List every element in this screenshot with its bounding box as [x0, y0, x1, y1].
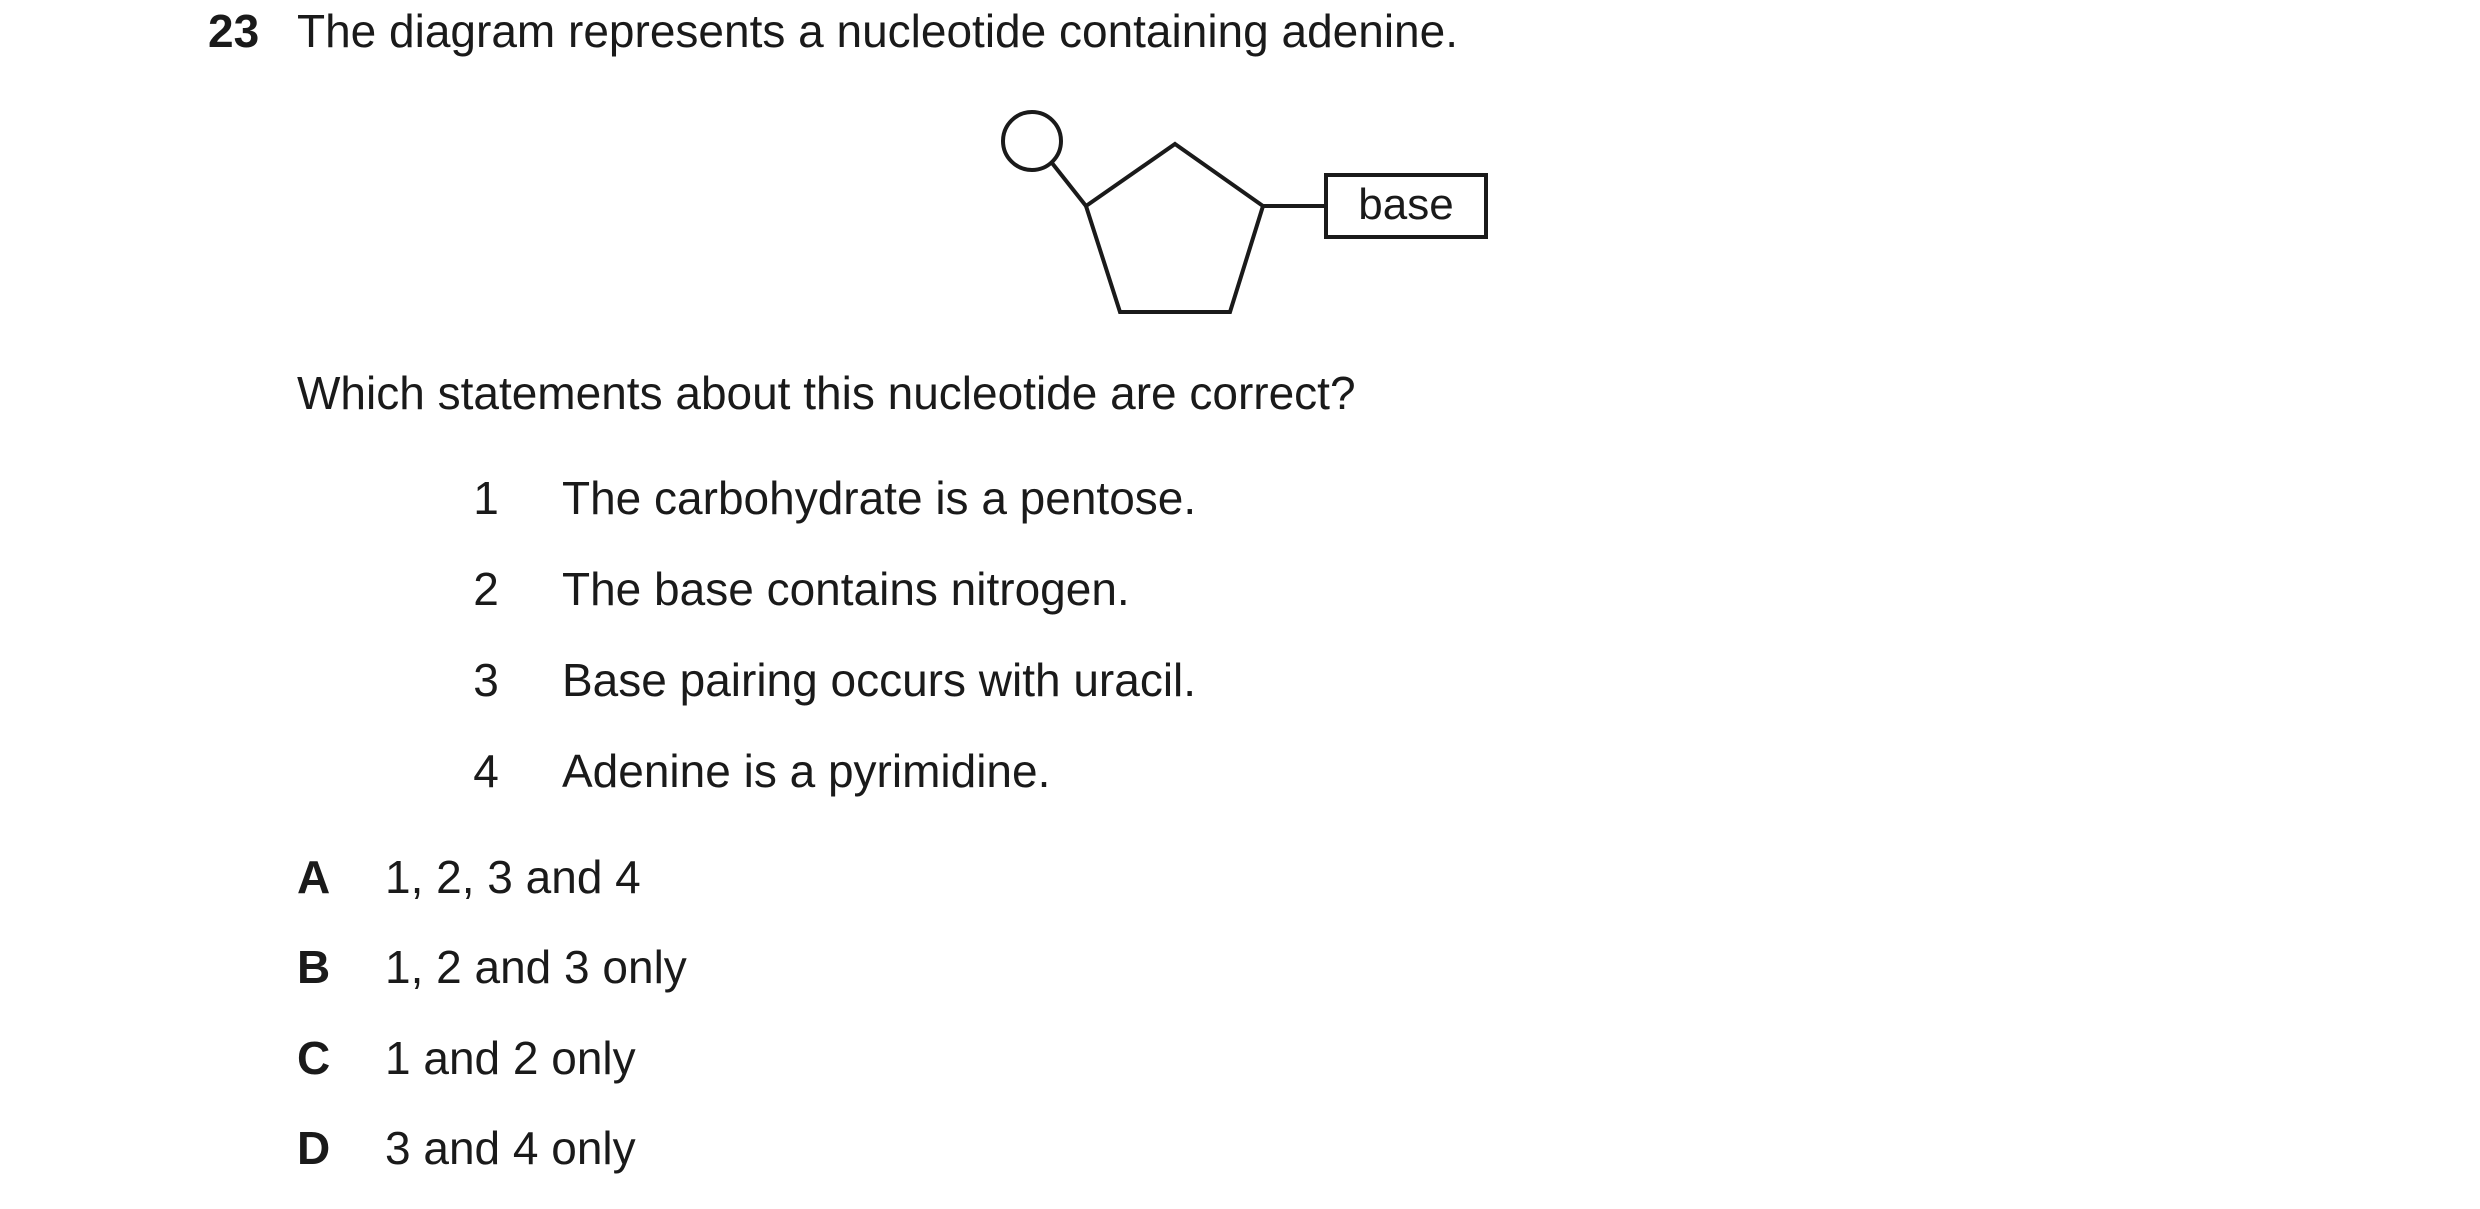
question-prompt: Which statements about this nucleotide a… [297, 367, 1356, 419]
phosphate-bond-line [1050, 161, 1088, 208]
base-label: base [1358, 180, 1453, 229]
statement-text: Base pairing occurs with uracil. [562, 654, 1197, 706]
option-letter: B [297, 941, 331, 993]
statement-number: 2 [473, 563, 499, 615]
option-letter: D [297, 1122, 331, 1174]
question-text: The diagram represents a nucleotide cont… [297, 5, 1458, 57]
option-text: 1, 2 and 3 only [385, 941, 687, 993]
base-box [1324, 173, 1488, 239]
nucleotide-diagram: base [1001, 110, 1488, 314]
option-text: 1 and 2 only [385, 1032, 636, 1084]
option-letter: C [297, 1032, 331, 1084]
statement-text: Adenine is a pyrimidine. [562, 745, 1051, 797]
option-text: 3 and 4 only [385, 1122, 636, 1174]
pentose-sugar-pentagon [1083, 141, 1266, 314]
statement-number: 3 [473, 654, 499, 706]
option-letter: A [297, 851, 331, 903]
question-number: 23 [208, 5, 260, 57]
phosphate-circle [1001, 110, 1063, 172]
statement-text: The carbohydrate is a pentose. [562, 472, 1197, 524]
statement-number: 1 [473, 472, 499, 524]
statement-text: The base contains nitrogen. [562, 563, 1130, 615]
option-text: 1, 2, 3 and 4 [385, 851, 641, 903]
statement-number: 4 [473, 745, 499, 797]
